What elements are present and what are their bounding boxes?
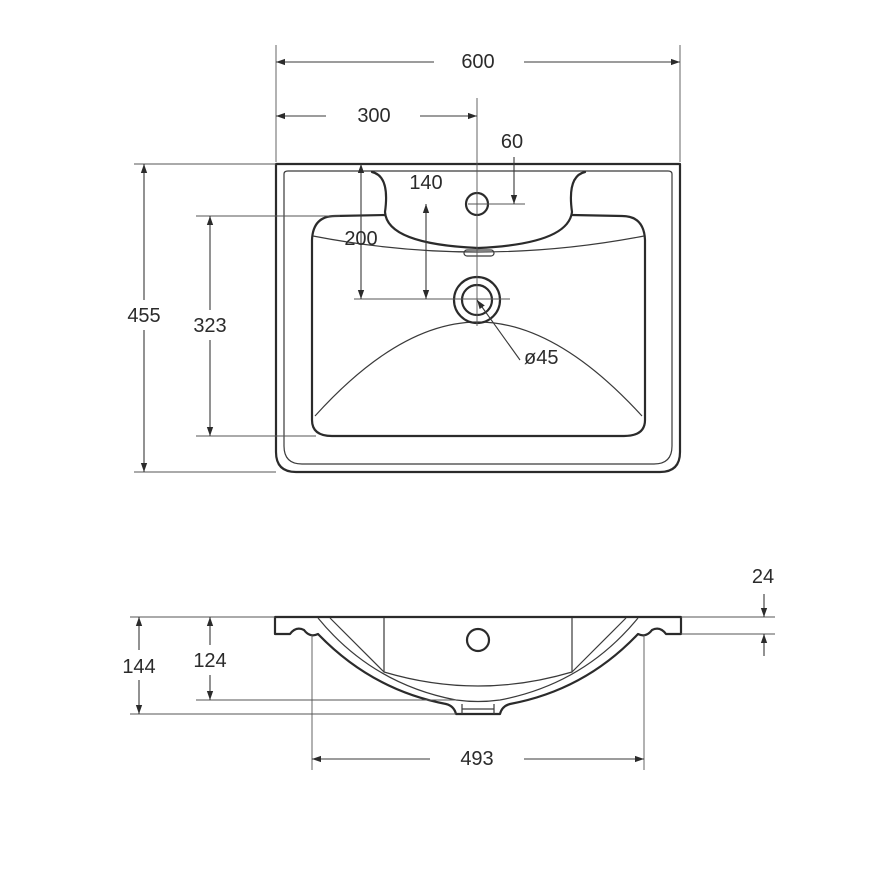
dim-depth-label: 455 [127,305,160,327]
side-deck-right-face [571,617,627,673]
dim-tap-to-drain-label: 140 [409,172,442,194]
dim-total-height-label: 144 [122,656,155,678]
side-profile-outline [273,615,683,716]
basin-outer-outline [274,162,682,474]
overflow-slot [463,249,495,257]
dim-tap-hole-offset-label: 60 [501,131,523,153]
dim-rim-thickness-label: 24 [752,566,774,588]
side-deck-front [383,618,573,687]
side-deck-left-face [329,617,385,673]
dim-bowl-depth-label: 323 [193,315,226,337]
bowl-front-slope [314,321,643,417]
dim-bowl-height-label: 124 [193,650,226,672]
dim-width-label: 600 [461,51,494,73]
side-inner-curve [317,617,639,703]
dim-drain-diameter-label: ø45 [524,347,558,369]
bowl-outline [310,213,647,438]
top-view: 600 300 60 140 200 455 323 ø45 [127,45,682,474]
basin-inner-rim [283,170,673,465]
side-tap-hole [465,627,491,653]
side-view: 24 144 124 493 [122,566,775,770]
side-drain-outlet [461,704,495,714]
dim-edge-to-drain-label: 200 [344,228,377,250]
dim-half-width-label: 300 [357,105,390,127]
bowl-back-slope [312,235,645,253]
tap-deck [370,170,587,250]
dim-bowl-width-label: 493 [460,748,493,770]
